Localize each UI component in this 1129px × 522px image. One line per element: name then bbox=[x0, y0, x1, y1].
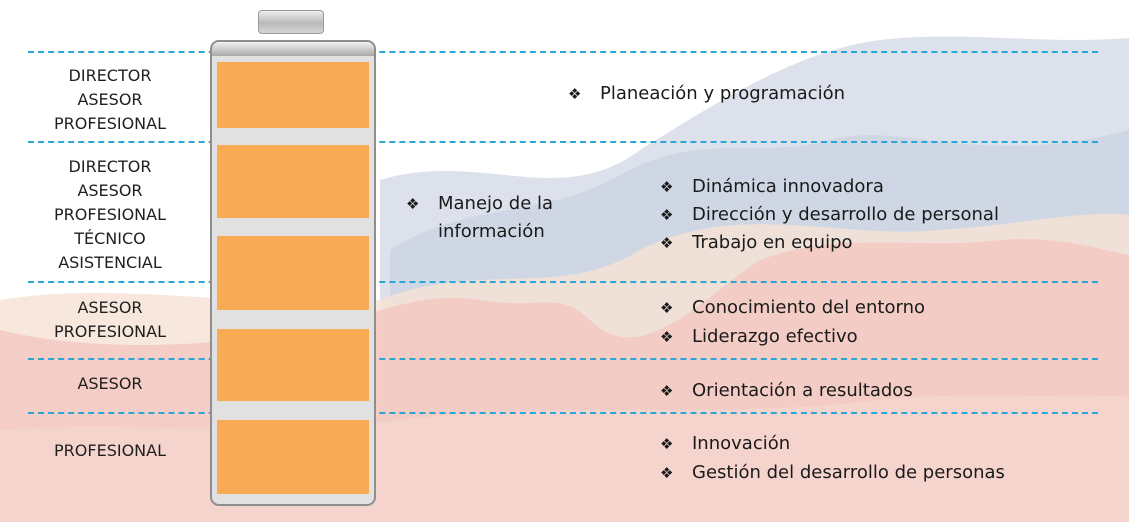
role-label: PROFESIONAL bbox=[54, 322, 166, 341]
bullet-icon: ❖ bbox=[406, 195, 420, 213]
roles-level-5: PROFESIONAL bbox=[20, 439, 200, 463]
competency-item: ❖ Innovación bbox=[660, 430, 790, 458]
competency-label: Gestión del desarrollo de personas bbox=[692, 462, 1005, 483]
level-divider bbox=[28, 141, 1098, 143]
role-label: ASESOR bbox=[77, 298, 143, 317]
bullet-icon: ❖ bbox=[660, 299, 674, 317]
competency-item: ❖ Conocimiento del entorno bbox=[660, 294, 925, 322]
competency-label: Manejo de la bbox=[438, 193, 554, 214]
level-divider bbox=[28, 51, 1098, 53]
competency-item: ❖ Manejo de la información bbox=[406, 190, 553, 246]
competency-label: Conocimiento del entorno bbox=[692, 297, 925, 318]
role-label: ASESOR bbox=[77, 374, 143, 393]
roles-level-4: ASESOR bbox=[20, 372, 200, 396]
level-divider bbox=[28, 281, 1098, 283]
competency-item: ❖ Trabajo en equipo bbox=[660, 229, 853, 257]
role-label: ASESOR bbox=[77, 181, 143, 200]
level-divider bbox=[28, 412, 1098, 414]
battery-cell bbox=[217, 62, 369, 128]
competency-label: Innovación bbox=[692, 433, 791, 454]
competency-item: ❖ Gestión del desarrollo de personas bbox=[660, 459, 1005, 487]
role-label: TÉCNICO bbox=[74, 229, 146, 248]
battery-cap bbox=[258, 10, 324, 34]
bullet-icon: ❖ bbox=[660, 234, 674, 252]
bullet-icon: ❖ bbox=[568, 85, 582, 103]
competency-label: Liderazgo efectivo bbox=[692, 326, 858, 347]
competency-label: Orientación a resultados bbox=[692, 380, 913, 401]
competency-label: Dinámica innovadora bbox=[692, 176, 884, 197]
competency-item: ❖ Dirección y desarrollo de personal bbox=[660, 201, 999, 229]
competency-item: ❖ Planeación y programación bbox=[568, 80, 845, 108]
bullet-icon: ❖ bbox=[660, 382, 674, 400]
roles-level-1: DIRECTOR ASESOR PROFESIONAL bbox=[20, 64, 200, 136]
roles-level-3: ASESOR PROFESIONAL bbox=[20, 296, 200, 344]
bullet-icon: ❖ bbox=[660, 435, 674, 453]
roles-level-2: DIRECTOR ASESOR PROFESIONAL TÉCNICO ASIS… bbox=[20, 155, 200, 275]
bullet-icon: ❖ bbox=[660, 178, 674, 196]
competency-label: Planeación y programación bbox=[600, 83, 845, 104]
role-label: DIRECTOR bbox=[68, 157, 152, 176]
role-label: PROFESIONAL bbox=[54, 114, 166, 133]
bullet-icon: ❖ bbox=[660, 328, 674, 346]
competency-label: Trabajo en equipo bbox=[692, 232, 853, 253]
competency-label: información bbox=[438, 221, 545, 242]
competency-label: Dirección y desarrollo de personal bbox=[692, 204, 999, 225]
bullet-icon: ❖ bbox=[660, 206, 674, 224]
battery-cell bbox=[217, 329, 369, 401]
battery-cell bbox=[217, 420, 369, 494]
competency-item: ❖ Orientación a resultados bbox=[660, 377, 913, 405]
battery-top-rim bbox=[212, 42, 374, 56]
battery-cell bbox=[217, 236, 369, 310]
role-label: PROFESIONAL bbox=[54, 441, 166, 460]
bullet-icon: ❖ bbox=[660, 464, 674, 482]
role-label: ASESOR bbox=[77, 90, 143, 109]
level-divider bbox=[28, 358, 1098, 360]
role-label: DIRECTOR bbox=[68, 66, 152, 85]
competency-item: ❖ Dinámica innovadora bbox=[660, 173, 884, 201]
role-label: ASISTENCIAL bbox=[58, 253, 162, 272]
competency-item: ❖ Liderazgo efectivo bbox=[660, 323, 858, 351]
battery-cell bbox=[217, 145, 369, 218]
battery-body bbox=[210, 40, 376, 506]
role-label: PROFESIONAL bbox=[54, 205, 166, 224]
